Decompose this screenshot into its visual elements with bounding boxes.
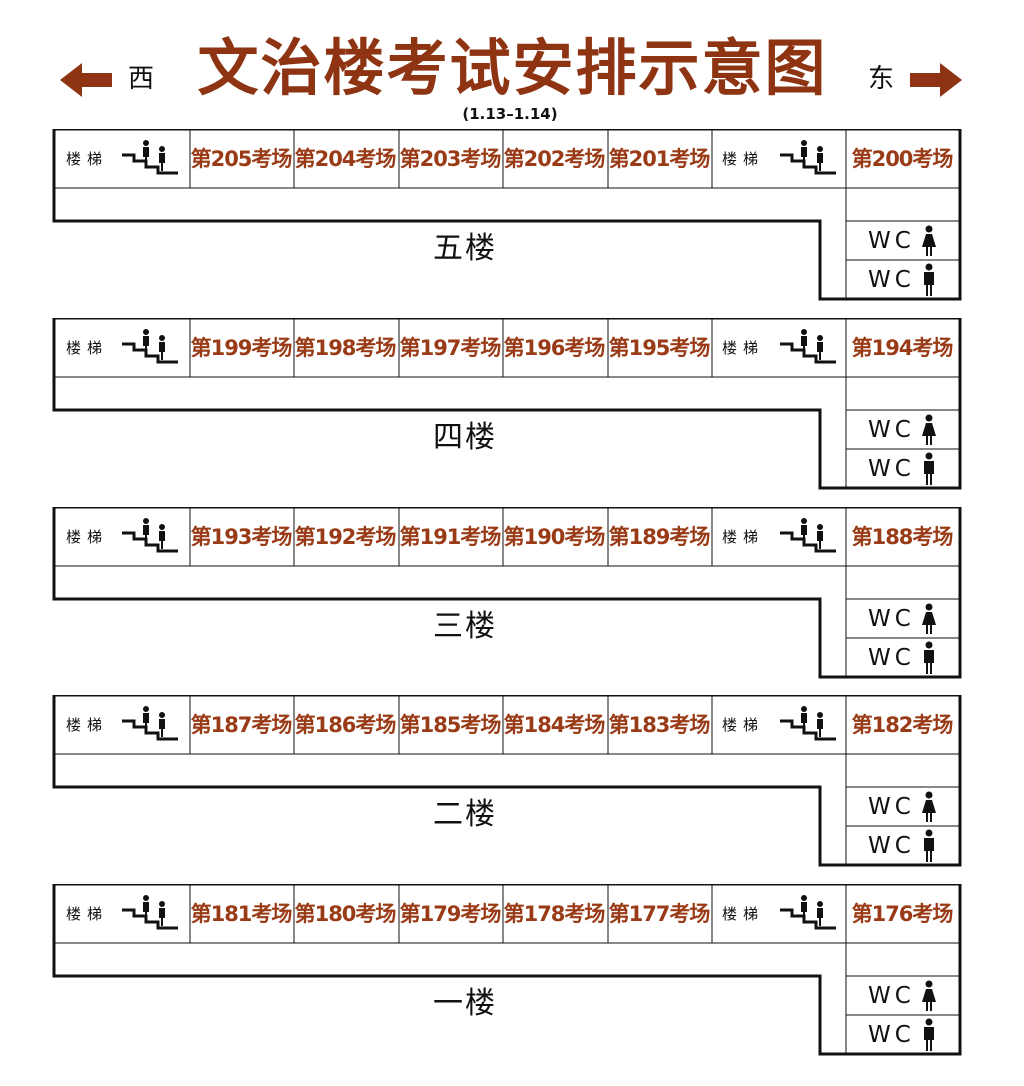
stairs-icon: [780, 895, 836, 930]
exam-room: 第202考场: [503, 147, 606, 171]
stairs-icon: [780, 518, 836, 553]
floor-1: 楼梯 第205考场 第204考场 第203考场 第202考场 第201考场 楼梯…: [0, 129, 1024, 305]
floor-4: 楼梯 第187考场 第186考场 第185考场 第184考场 第183考场 楼梯…: [0, 695, 1024, 871]
male-icon: [924, 452, 934, 485]
exam-room: 第184考场: [503, 713, 606, 737]
exam-room-east: 第188考场: [851, 525, 954, 549]
exam-room-east: 第194考场: [851, 336, 954, 360]
floor-name: 五楼: [433, 231, 497, 266]
header: 西 文治楼考试安排示意图 东 (1.13–1.14): [0, 0, 1024, 128]
stair-label-east: 楼梯: [722, 528, 765, 546]
female-icon: [922, 980, 936, 1011]
stairs-icon: [122, 329, 178, 364]
exam-room: 第199考场: [190, 336, 293, 360]
wc-female-label: WC: [868, 794, 915, 820]
stairs-icon: [780, 706, 836, 741]
exam-room: 第180考场: [294, 902, 397, 926]
wc-female-label: WC: [868, 228, 915, 254]
stairs-icon: [780, 329, 836, 364]
arrow-left-icon: [60, 63, 112, 97]
male-icon: [924, 829, 934, 862]
wc-male-label: WC: [868, 267, 915, 293]
exam-room: 第197考场: [399, 336, 502, 360]
stairs-icon: [122, 140, 178, 175]
exam-room: 第181考场: [190, 902, 293, 926]
male-icon: [924, 641, 934, 674]
wc-male-label: WC: [868, 645, 915, 671]
exam-room: 第178考场: [503, 902, 606, 926]
stair-label-east: 楼梯: [722, 905, 765, 923]
female-icon: [922, 791, 936, 822]
female-icon: [922, 414, 936, 445]
floor-outline: [52, 884, 962, 1056]
floor-name: 四楼: [433, 420, 497, 455]
wc-female-label: WC: [868, 606, 915, 632]
east-label: 东: [868, 64, 895, 94]
west-label: 西: [128, 64, 155, 94]
exam-room: 第186考场: [294, 713, 397, 737]
male-icon: [924, 1018, 934, 1051]
wc-male-label: WC: [868, 1022, 915, 1048]
arrow-right-icon: [910, 63, 962, 97]
exam-room: 第187考场: [190, 713, 293, 737]
wc-male-label: WC: [868, 456, 915, 482]
exam-room: 第189考场: [608, 525, 711, 549]
stairs-icon: [780, 140, 836, 175]
floor-name: 三楼: [433, 609, 497, 644]
exam-room: 第177考场: [608, 902, 711, 926]
exam-room: 第203考场: [399, 147, 502, 171]
exam-room: 第179考场: [399, 902, 502, 926]
exam-room: 第198考场: [294, 336, 397, 360]
wc-female-label: WC: [868, 417, 915, 443]
exam-room-east: 第182考场: [851, 713, 954, 737]
floor-3: 楼梯 第193考场 第192考场 第191考场 第190考场 第189考场 楼梯…: [0, 507, 1024, 683]
stair-label-west: 楼梯: [66, 150, 109, 168]
exam-room-east: 第200考场: [851, 147, 954, 171]
female-icon: [922, 603, 936, 634]
floor-2: 楼梯 第199考场 第198考场 第197考场 第196考场 第195考场 楼梯…: [0, 318, 1024, 494]
stair-label-east: 楼梯: [722, 339, 765, 357]
wc-male-label: WC: [868, 833, 915, 859]
exam-room: 第183考场: [608, 713, 711, 737]
male-icon: [924, 263, 934, 296]
stair-label-east: 楼梯: [722, 716, 765, 734]
stair-label-west: 楼梯: [66, 716, 109, 734]
floor-outline: [52, 695, 962, 867]
floor-5: 楼梯 第181考场 第180考场 第179考场 第178考场 第177考场 楼梯…: [0, 884, 1024, 1060]
date-range: (1.13–1.14): [462, 105, 558, 123]
exam-room: 第195考场: [608, 336, 711, 360]
floor-name: 一楼: [433, 986, 497, 1021]
exam-room: 第201考场: [608, 147, 711, 171]
floor-outline: [52, 129, 962, 301]
floor-name: 二楼: [433, 797, 497, 832]
floor-outline: [52, 318, 962, 490]
floor-outline: [52, 507, 962, 679]
exam-room: 第185考场: [399, 713, 502, 737]
stair-label-west: 楼梯: [66, 528, 109, 546]
stairs-icon: [122, 706, 178, 741]
exam-room-east: 第176考场: [851, 902, 954, 926]
exam-room: 第193考场: [190, 525, 293, 549]
stair-label-west: 楼梯: [66, 339, 109, 357]
exam-room: 第190考场: [503, 525, 606, 549]
stairs-icon: [122, 518, 178, 553]
page-title: 文治楼考试安排示意图: [197, 33, 828, 104]
exam-room: 第191考场: [399, 525, 502, 549]
exam-room: 第196考场: [503, 336, 606, 360]
female-icon: [922, 225, 936, 256]
stair-label-west: 楼梯: [66, 905, 109, 923]
exam-room: 第204考场: [294, 147, 397, 171]
stair-label-east: 楼梯: [722, 150, 765, 168]
stairs-icon: [122, 895, 178, 930]
exam-room: 第205考场: [190, 147, 293, 171]
wc-female-label: WC: [868, 983, 915, 1009]
exam-room: 第192考场: [294, 525, 397, 549]
